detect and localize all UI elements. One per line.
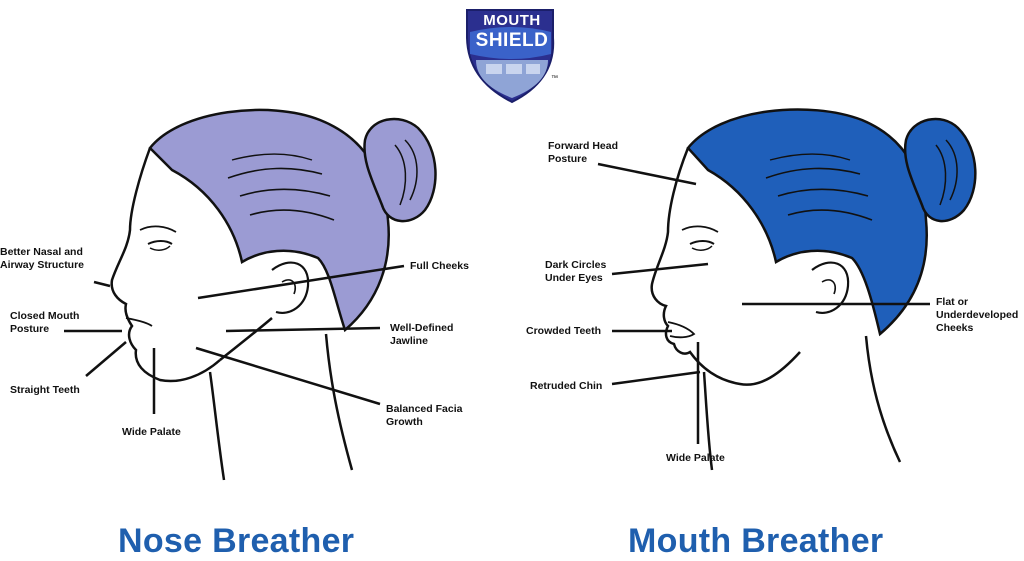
label-full-cheeks: Full Cheeks [410, 260, 469, 272]
label-jawline: Well-Defined Jawline [390, 322, 454, 347]
label-crowded-teeth: Crowded Teeth [526, 325, 602, 337]
label-straight-teeth: Straight Teeth [10, 384, 80, 396]
label-better-nasal: Better Nasal and Airway Structure [0, 246, 85, 271]
label-retruded-chin: Retruded Chin [530, 380, 603, 392]
label-dark-circles: Dark Circles Under Eyes [545, 259, 607, 284]
mouth-breather-head [650, 108, 977, 471]
label-wide-palate-left: Wide Palate [122, 426, 181, 438]
logo-word-mouth: MOUTH [483, 12, 541, 29]
label-facial-growth: Balanced Facia Growth [386, 403, 463, 428]
label-flat-cheeks: Flat or Underdeveloped Cheeks [936, 296, 1019, 334]
logo-trademark: ™ [551, 75, 558, 82]
mouth-shield-logo [466, 9, 555, 104]
label-wide-palate-right: Wide Palate [666, 452, 725, 464]
nose-breather-head [110, 108, 437, 481]
logo-word-shield: SHIELD [475, 30, 549, 51]
nose-breather-pointers [64, 264, 405, 414]
mouth-breather-pointers [597, 162, 930, 444]
title-nose-breather: Nose Breather [118, 522, 355, 560]
label-closed-mouth: Closed Mouth Posture [10, 310, 80, 335]
label-forward-head: Forward Head Posture [548, 140, 619, 165]
title-mouth-breather: Mouth Breather [628, 522, 884, 560]
